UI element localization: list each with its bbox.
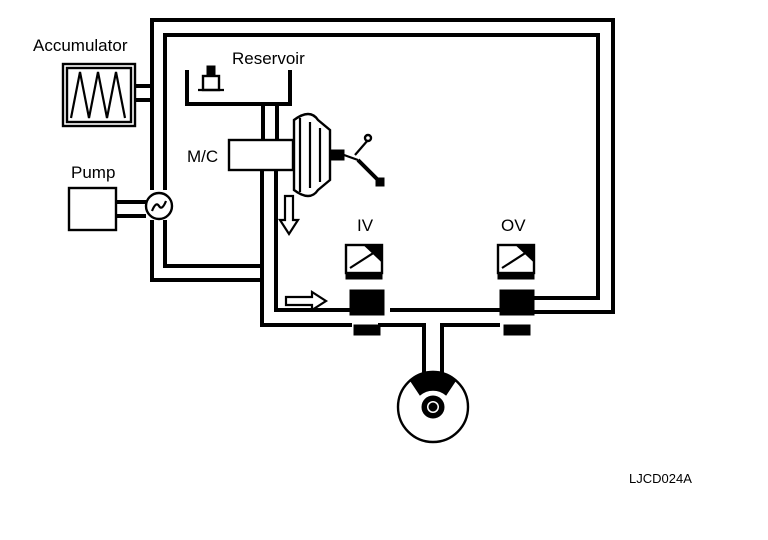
valve-to-wheel-line xyxy=(378,323,500,380)
figure-code: LJCD024A xyxy=(629,471,692,486)
master-cylinder xyxy=(227,138,295,172)
inlet-valve-label: IV xyxy=(357,216,374,235)
inlet-valve xyxy=(344,243,385,336)
pump-to-mc-line xyxy=(150,220,262,282)
brake-pedal xyxy=(343,133,385,187)
mc-to-valves-line xyxy=(260,150,500,327)
brake-booster xyxy=(292,112,345,198)
accumulator-label: Accumulator xyxy=(33,36,128,55)
pump xyxy=(67,186,174,232)
accumulator xyxy=(61,62,152,128)
pump-label: Pump xyxy=(71,163,115,182)
wheel-cylinder xyxy=(396,370,470,444)
outlet-valve-label: OV xyxy=(501,216,526,235)
reservoir xyxy=(185,65,292,140)
reservoir-label: Reservoir xyxy=(232,49,305,68)
flow-arrow-down xyxy=(277,194,301,237)
outlet-valve xyxy=(496,243,536,336)
master-cylinder-label: M/C xyxy=(187,147,218,166)
return-line xyxy=(150,18,615,314)
flow-arrow-right xyxy=(284,289,329,313)
